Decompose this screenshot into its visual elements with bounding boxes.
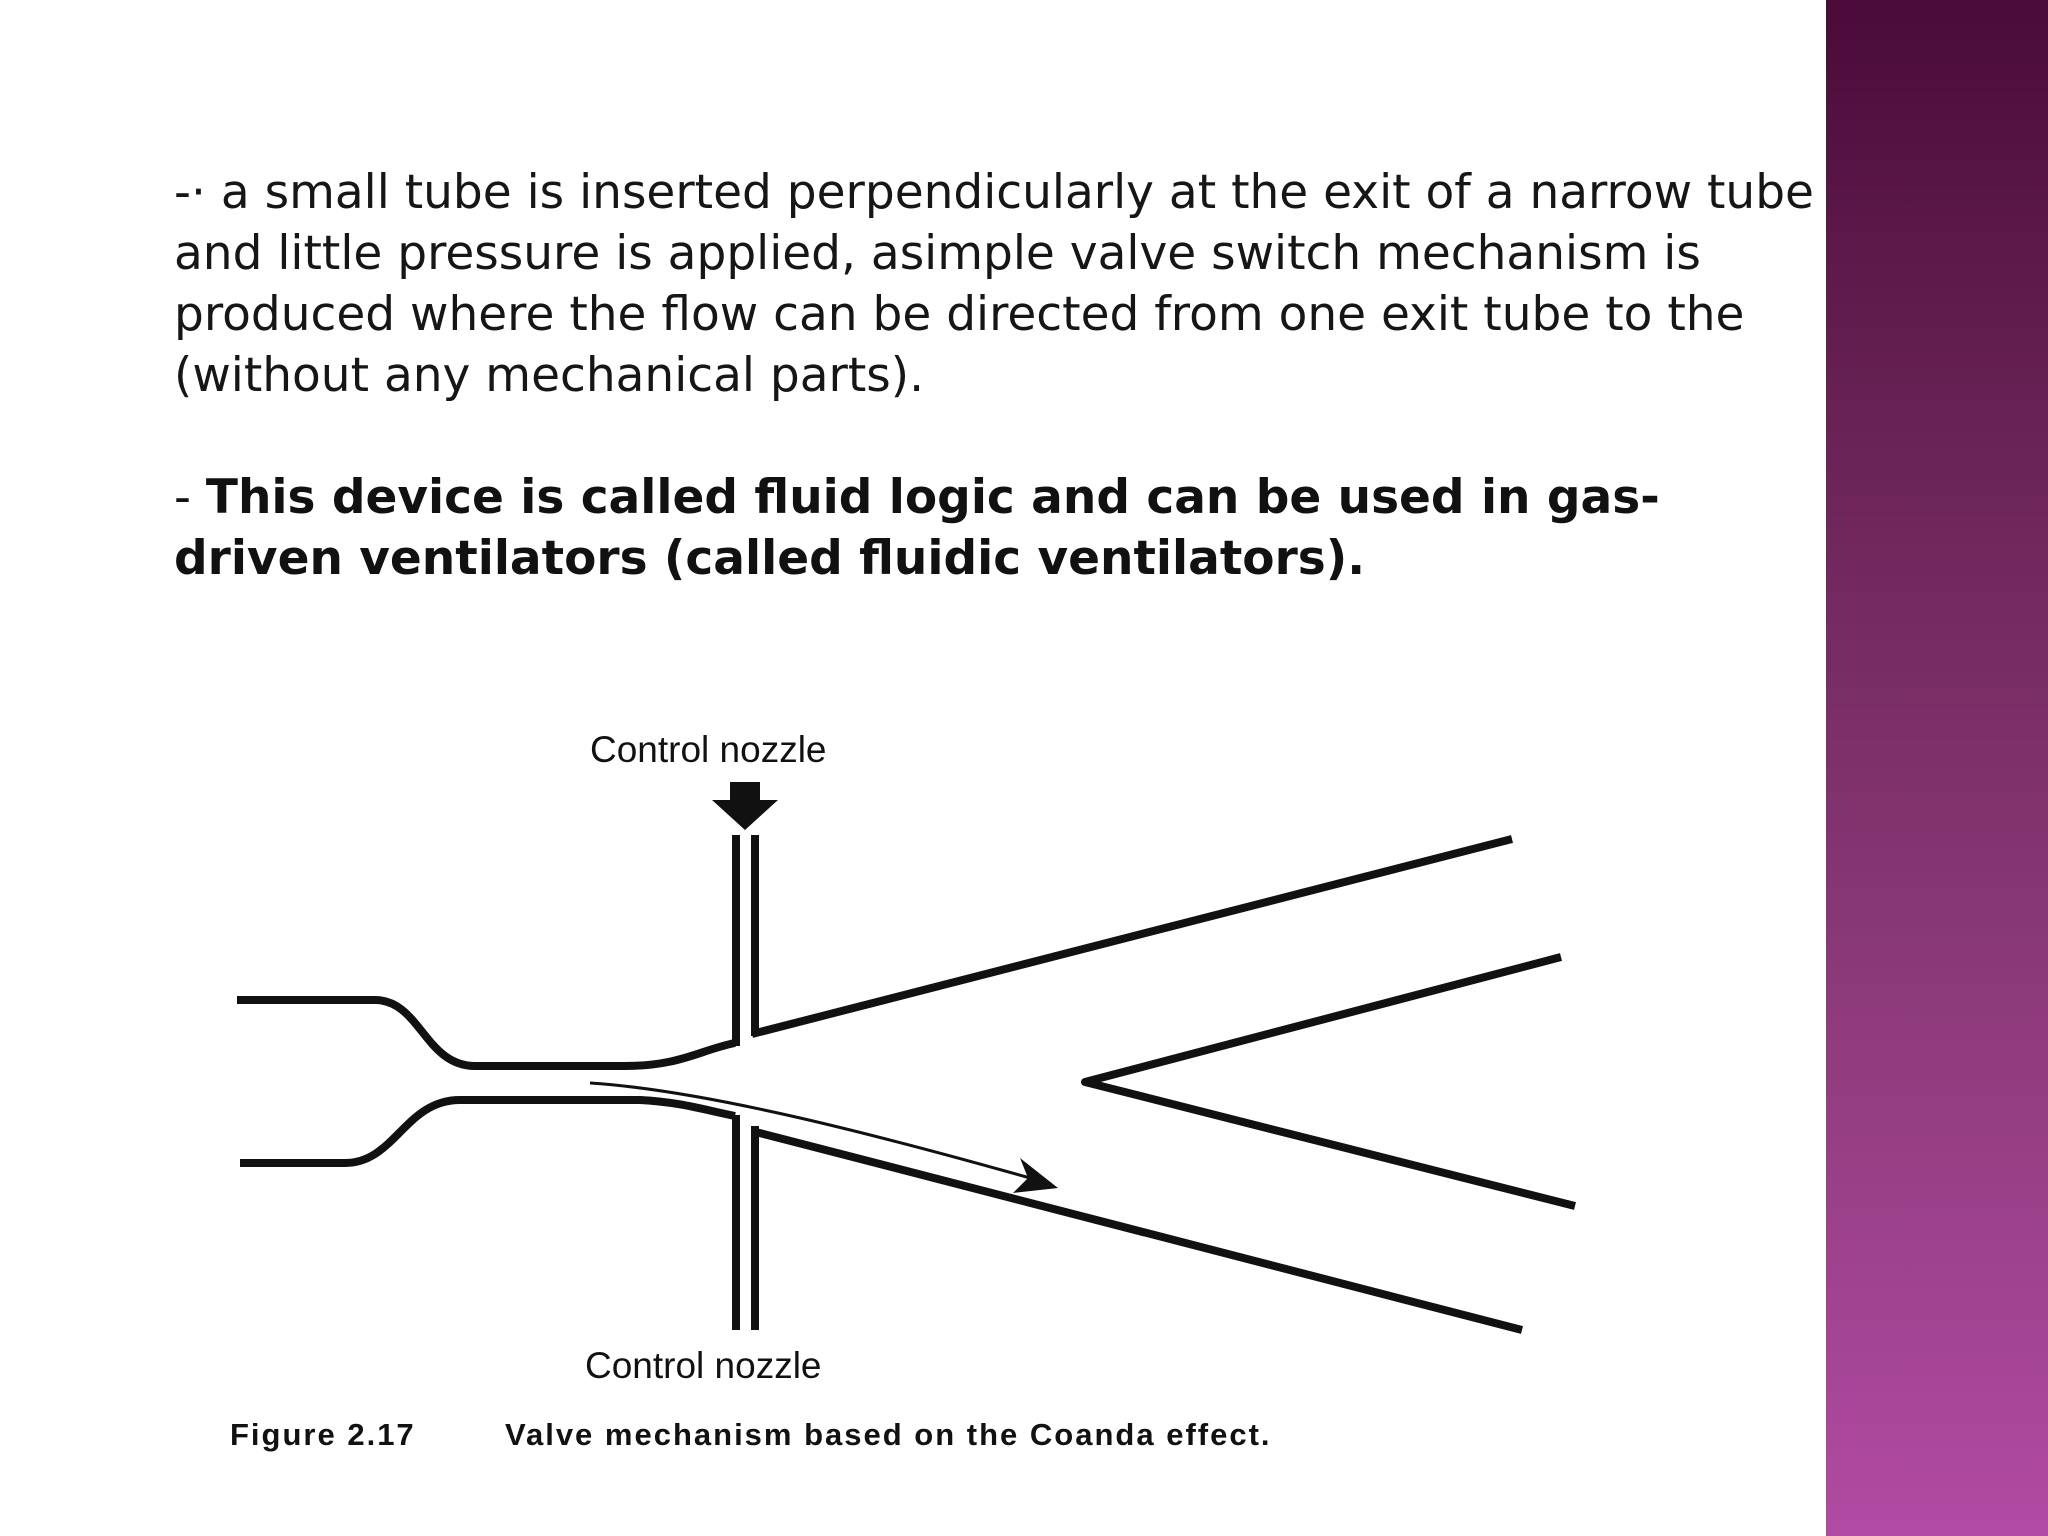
paragraph-valve-switch: -· a small tube is inserted perpendicula…: [174, 165, 1814, 403]
lower-outlet-wall: [750, 1127, 1524, 1334]
figure-caption-text: Valve mechanism based on the Coanda effe…: [505, 1417, 1272, 1452]
inlet-lower-wall: [240, 1096, 736, 1167]
paragraph-dash: -: [174, 470, 206, 525]
figure-caption-number: Figure 2.17: [230, 1417, 416, 1452]
label-control-nozzle-top: Control nozzle: [590, 729, 827, 770]
decorative-side-band: [1826, 0, 2048, 1536]
flow-arrow-line: [589, 1081, 1031, 1180]
slide-body: -· a small tube is inserted perpendicula…: [174, 162, 1814, 589]
label-control-nozzle-bottom: Control nozzle: [585, 1345, 822, 1386]
paragraph-fluid-logic-bold: This device is called fluid logic and ca…: [174, 470, 1660, 586]
control-arrow-icon: [712, 782, 778, 830]
flow-splitter: [1081, 953, 1576, 1210]
flow-arrow-head: [1013, 1158, 1058, 1193]
upper-outlet-wall: [751, 835, 1513, 1038]
paragraph-fluid-logic: - This device is called fluid logic and …: [174, 467, 1814, 589]
inlet-upper-wall: [237, 996, 736, 1070]
